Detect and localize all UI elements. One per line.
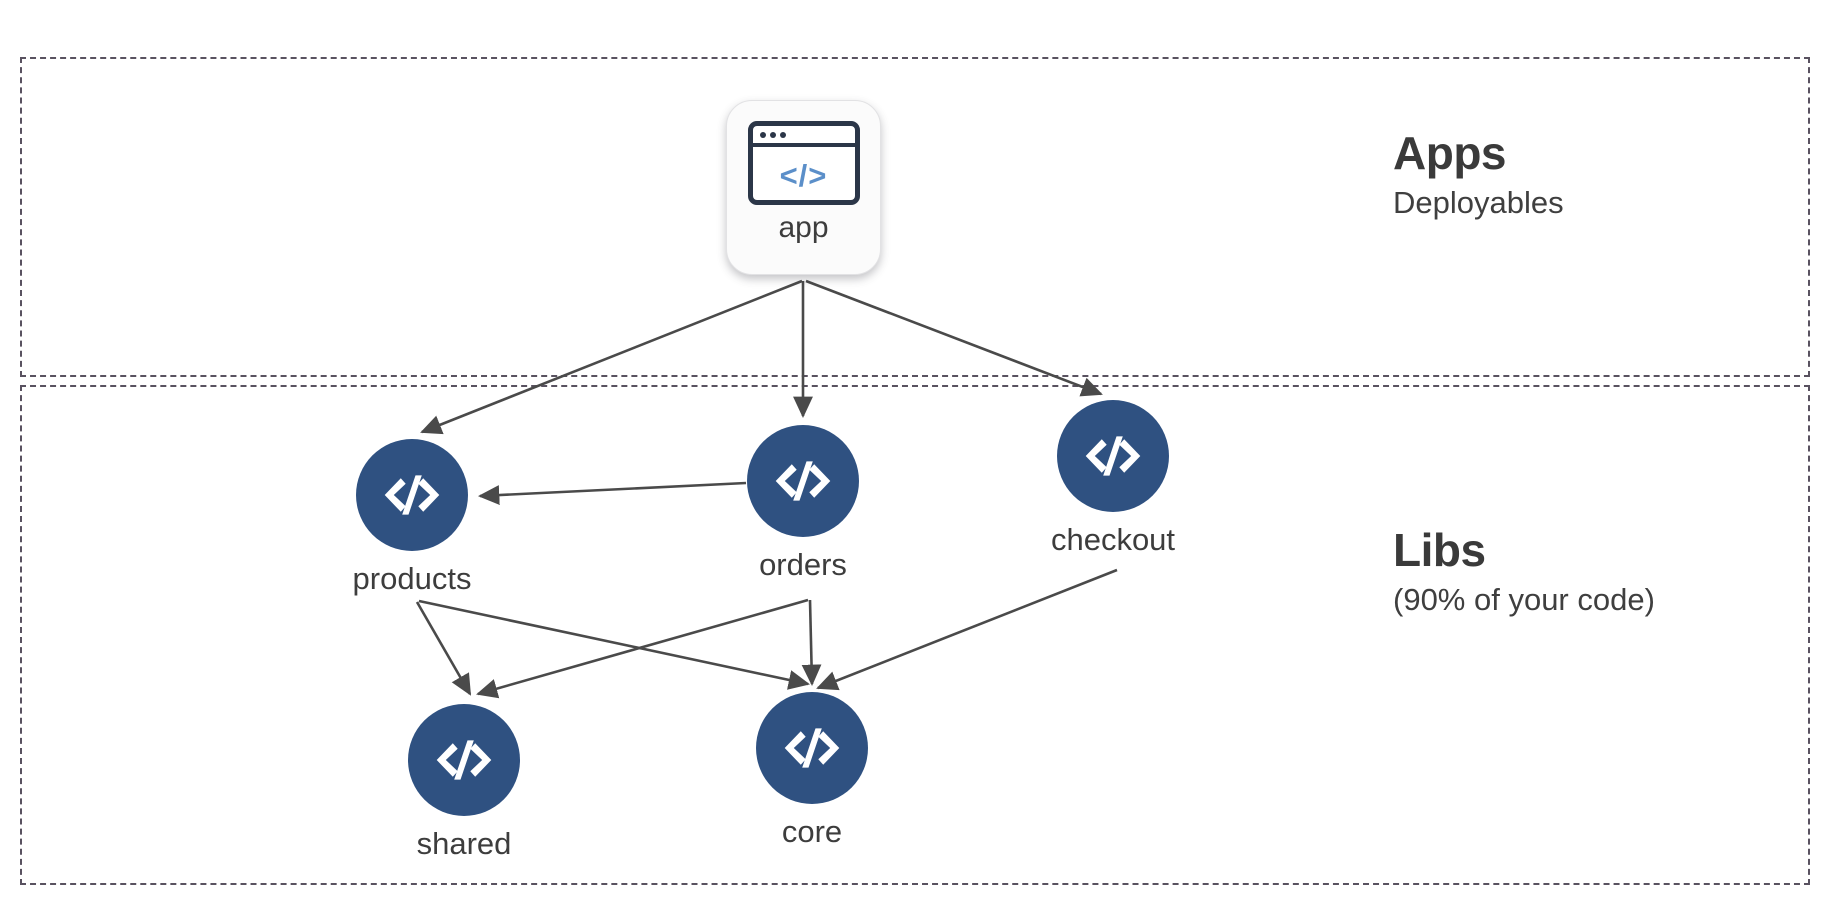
browser-dot-icon <box>769 132 776 138</box>
node-checkout-label: checkout <box>1050 522 1176 557</box>
node-app-label: app <box>778 211 829 244</box>
browser-dot-icon <box>759 132 766 138</box>
browser-dot-icon <box>779 132 786 138</box>
browser-code-icon: </> <box>747 121 860 205</box>
code-icon <box>384 475 440 515</box>
zone-apps-title: Apps <box>1393 127 1506 179</box>
code-icon <box>784 728 840 768</box>
zone-libs <box>20 385 1810 885</box>
node-core-circle[interactable] <box>756 692 868 804</box>
zone-apps-subtitle: Deployables <box>1393 184 1564 220</box>
node-checkout-circle[interactable] <box>1057 400 1169 512</box>
code-icon <box>775 461 831 501</box>
zone-apps-caption: Apps Deployables <box>1393 127 1564 220</box>
zone-libs-caption: Libs (90% of your code) <box>1393 524 1655 617</box>
node-core-label: core <box>781 814 843 849</box>
node-orders-circle[interactable] <box>747 425 859 537</box>
node-shared-label: shared <box>416 826 512 861</box>
node-products-circle[interactable] <box>356 439 468 551</box>
code-glyph: </> <box>779 157 828 193</box>
zone-libs-subtitle: (90% of your code) <box>1393 581 1655 617</box>
node-products-label: products <box>352 561 472 596</box>
code-icon <box>1085 436 1141 476</box>
code-icon <box>436 740 492 780</box>
node-app[interactable]: </> app <box>726 100 881 275</box>
zone-libs-title: Libs <box>1393 524 1486 576</box>
browser-titlebar <box>752 126 855 147</box>
node-orders-label: orders <box>759 547 847 582</box>
node-shared-circle[interactable] <box>408 704 520 816</box>
